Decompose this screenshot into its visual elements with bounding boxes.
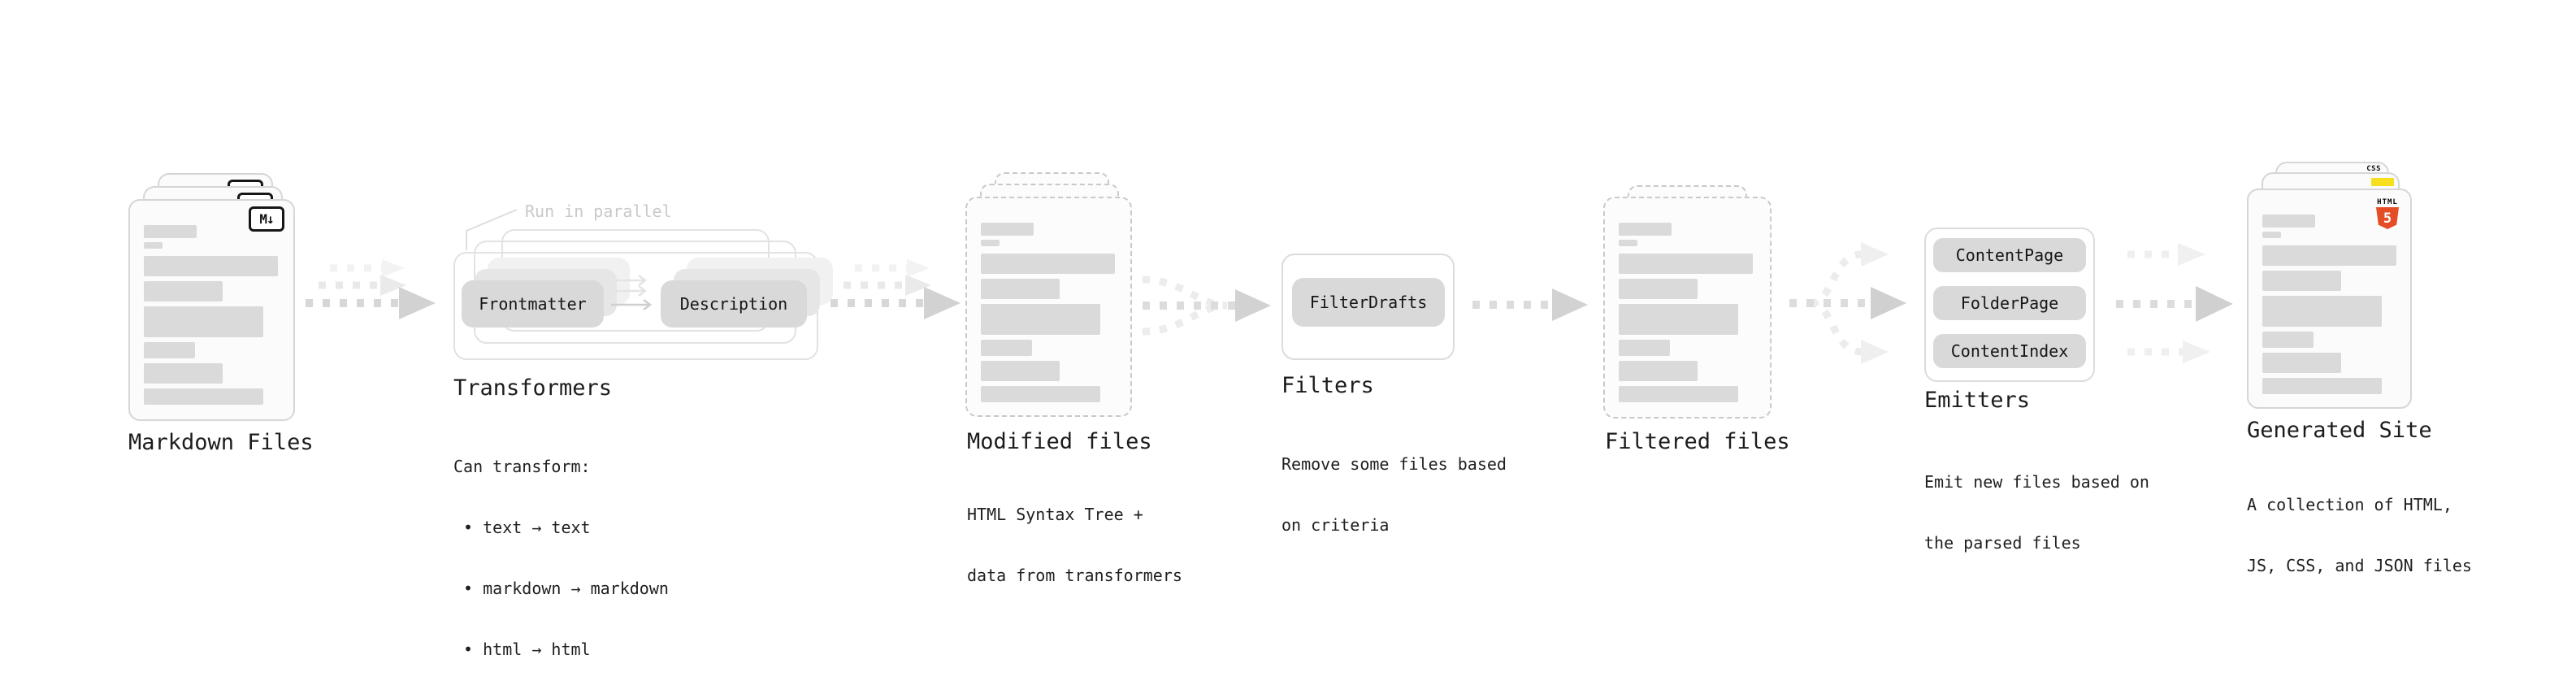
description-line: • text → text bbox=[453, 518, 591, 537]
stage-label-filters: Filters bbox=[1281, 373, 1374, 398]
placeholder-text-bar bbox=[1619, 279, 1698, 299]
placeholder-text-bar bbox=[981, 240, 1000, 246]
placeholder-text-bar bbox=[2262, 332, 2314, 348]
generated-site-description: A collection of HTML, JS, CSS, and JSON … bbox=[2247, 454, 2472, 617]
placeholder-text-bar bbox=[1619, 223, 1672, 236]
markdown-file-card-front: M↓ bbox=[128, 199, 295, 421]
emitter-node-contentindex: ContentIndex bbox=[1933, 334, 2086, 368]
html5-icon: HTML 5 bbox=[2373, 198, 2402, 229]
arrow-modified-to-filters bbox=[1142, 275, 1271, 336]
placeholder-text-bar bbox=[981, 254, 1115, 274]
emitter-node-folderpage: FolderPage bbox=[1933, 286, 2086, 320]
placeholder-text-bar bbox=[981, 223, 1034, 236]
placeholder-text-bar bbox=[144, 363, 223, 384]
markdown-icon-glyph: M↓ bbox=[259, 211, 274, 227]
arrow-transformers-to-modified bbox=[830, 259, 961, 319]
parallel-run-arrows-icon bbox=[611, 275, 653, 310]
placeholder-text-bar bbox=[144, 342, 195, 358]
description-line: A collection of HTML, bbox=[2247, 495, 2452, 514]
modified-file-card-front bbox=[965, 197, 1132, 417]
stage-label-markdown-files: Markdown Files bbox=[128, 430, 314, 455]
placeholder-text-bar bbox=[2262, 232, 2281, 238]
html5-icon-shield: 5 bbox=[2376, 207, 2399, 229]
run-in-parallel-callout-line bbox=[466, 209, 518, 250]
js-file-icon bbox=[2371, 178, 2394, 186]
placeholder-text-bar bbox=[981, 386, 1100, 402]
stage-label-transformers: Transformers bbox=[453, 375, 613, 401]
arrow-filters-to-filtered bbox=[1472, 288, 1588, 321]
description-line: • markdown → markdown bbox=[453, 579, 669, 598]
placeholder-text-bar bbox=[144, 281, 223, 301]
arrow-emitters-to-generated bbox=[2116, 243, 2233, 363]
placeholder-text-bar bbox=[2262, 353, 2341, 373]
placeholder-text-bar bbox=[2262, 296, 2382, 327]
placeholder-text-bar bbox=[1619, 386, 1738, 402]
arrow-markdown-to-transformers bbox=[306, 259, 436, 319]
placeholder-text-bar bbox=[144, 256, 278, 276]
transformer-node-description: Description bbox=[661, 280, 807, 327]
transformer-node-frontmatter: Frontmatter bbox=[462, 280, 604, 327]
placeholder-text-bar bbox=[1619, 340, 1670, 356]
description-line: Emit new files based on bbox=[1924, 472, 2149, 492]
placeholder-text-bar bbox=[2262, 378, 2382, 394]
stage-label-generated-site: Generated Site bbox=[2247, 418, 2432, 443]
placeholder-text-bar bbox=[144, 388, 263, 405]
placeholder-text-bar bbox=[981, 279, 1060, 299]
modified-files-description: HTML Syntax Tree + data from transformer… bbox=[967, 464, 1182, 627]
placeholder-text-bar bbox=[981, 340, 1032, 356]
placeholder-text-bar bbox=[2262, 271, 2341, 291]
description-line: on criteria bbox=[1281, 515, 1390, 535]
description-line: JS, CSS, and JSON files bbox=[2247, 556, 2472, 575]
description-line: Can transform: bbox=[453, 457, 591, 476]
generated-file-card-html: HTML 5 bbox=[2247, 189, 2412, 409]
stage-label-filtered-files: Filtered files bbox=[1605, 429, 1790, 454]
placeholder-text-bar bbox=[1619, 240, 1637, 246]
filtered-file-card-front bbox=[1603, 197, 1772, 419]
placeholder-text-bar bbox=[1619, 254, 1753, 274]
markdown-icon: M↓ bbox=[249, 206, 284, 232]
emitters-description: Emit new files based on the parsed files bbox=[1924, 432, 2149, 594]
transformers-description: Can transform: • text → text • markdown … bbox=[453, 416, 669, 681]
arrow-filtered-to-emitters bbox=[1789, 242, 1906, 364]
placeholder-text-bar bbox=[2262, 245, 2396, 266]
filter-node-filterdrafts: FilterDrafts bbox=[1292, 278, 1445, 327]
description-line: Remove some files based bbox=[1281, 454, 1507, 474]
placeholder-text-bar bbox=[144, 242, 163, 249]
emitter-node-contentpage: ContentPage bbox=[1933, 238, 2086, 272]
description-line: data from transformers bbox=[967, 566, 1182, 585]
placeholder-text-bar bbox=[981, 304, 1100, 335]
run-in-parallel-annotation: Run in parallel bbox=[525, 202, 672, 221]
html5-icon-number: 5 bbox=[2383, 210, 2392, 227]
filters-description: Remove some files based on criteria bbox=[1281, 414, 1507, 576]
stage-label-modified-files: Modified files bbox=[967, 429, 1152, 454]
placeholder-text-bar bbox=[2262, 215, 2315, 228]
placeholder-text-bar bbox=[144, 306, 263, 337]
html5-icon-word: HTML bbox=[2377, 198, 2398, 206]
description-line: • html → html bbox=[453, 640, 591, 659]
placeholder-text-bar bbox=[981, 361, 1060, 381]
placeholder-text-bar bbox=[1619, 361, 1698, 381]
placeholder-text-bar bbox=[1619, 304, 1738, 335]
placeholder-text-bar bbox=[144, 225, 197, 238]
stage-label-emitters: Emitters bbox=[1924, 388, 2031, 413]
description-line: the parsed files bbox=[1924, 533, 2081, 553]
description-line: HTML Syntax Tree + bbox=[967, 505, 1143, 524]
